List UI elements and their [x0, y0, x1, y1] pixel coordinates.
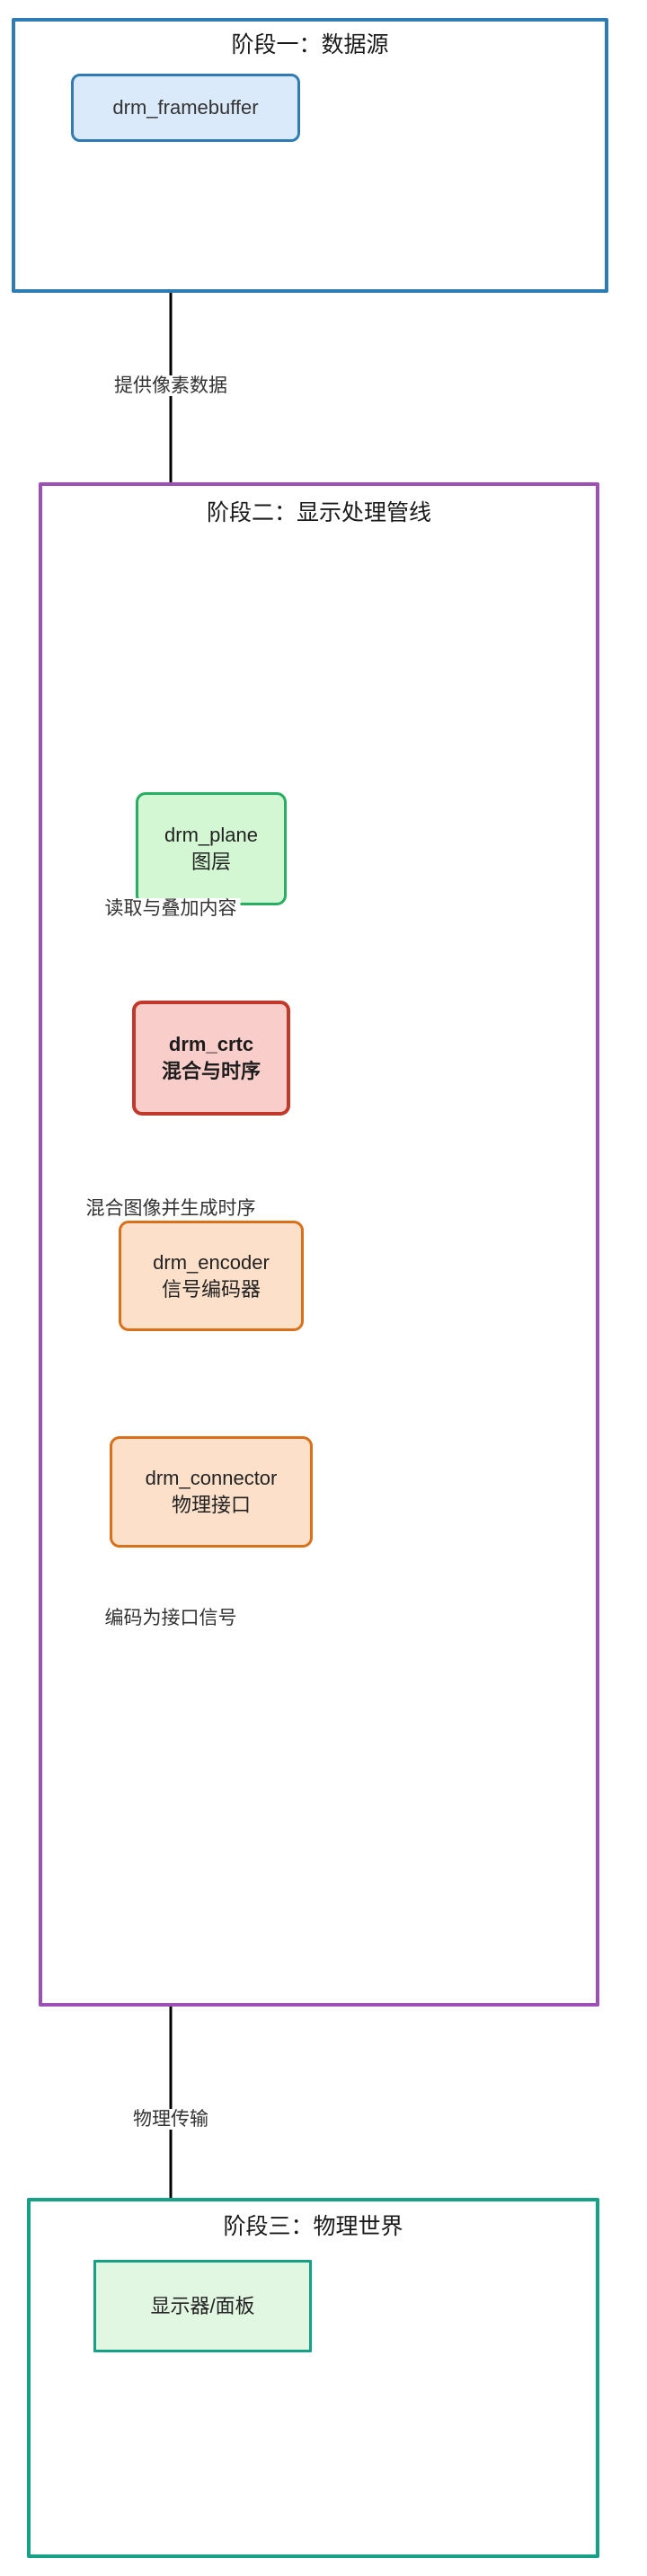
node-drm-framebuffer[interactable]: drm_framebuffer — [71, 74, 300, 142]
node-drm-crtc-label: drm_crtc — [168, 1033, 254, 1056]
node-drm-encoder[interactable]: drm_encoder 信号编码器 — [119, 1221, 304, 1331]
node-drm-encoder-label: drm_encoder — [153, 1250, 270, 1274]
node-drm-plane-label: drm_plane — [164, 824, 258, 847]
node-drm-crtc[interactable]: drm_crtc 混合与时序 — [132, 1001, 290, 1116]
subgraph-stage3-title: 阶段三：物理世界 — [223, 2214, 403, 2239]
node-drm-encoder-sublabel: 信号编码器 — [161, 1277, 261, 1301]
edge-label-encode-to-interface-signal: 编码为接口信号 — [101, 1608, 241, 1629]
node-drm-plane-sublabel: 图层 — [191, 851, 231, 873]
node-drm-plane[interactable]: drm_plane 图层 — [136, 792, 287, 905]
edge-label-provide-pixel-data: 提供像素数据 — [111, 375, 231, 397]
subgraph-stage1: 阶段一：数据源 drm_framebuffer — [12, 18, 608, 293]
node-drm-crtc-sublabel: 混合与时序 — [161, 1060, 261, 1082]
subgraph-stage2: 阶段二：显示处理管线 drm_plane 图层 drm_crtc 混合与时序 d… — [39, 482, 599, 2007]
node-drm-connector-sublabel: 物理接口 — [171, 1494, 251, 1516]
subgraph-stage3: 阶段三：物理世界 显示器/面板 — [27, 2198, 599, 2558]
node-display-panel[interactable]: 显示器/面板 — [93, 2260, 312, 2352]
subgraph-stage1-title: 阶段一：数据源 — [231, 32, 389, 57]
edge-label-read-and-composite: 读取与叠加内容 — [101, 898, 241, 920]
subgraph-stage2-title: 阶段二：显示处理管线 — [206, 500, 431, 525]
node-drm-framebuffer-label: drm_framebuffer — [112, 96, 259, 119]
node-display-panel-label: 显示器/面板 — [150, 2294, 255, 2317]
edge-label-blend-and-timing: 混合图像并生成时序 — [82, 1198, 260, 1220]
node-drm-connector[interactable]: drm_connector 物理接口 — [110, 1436, 313, 1548]
node-drm-connector-label: drm_connector — [145, 1467, 278, 1490]
edge-label-physical-transmission: 物理传输 — [129, 2109, 212, 2130]
